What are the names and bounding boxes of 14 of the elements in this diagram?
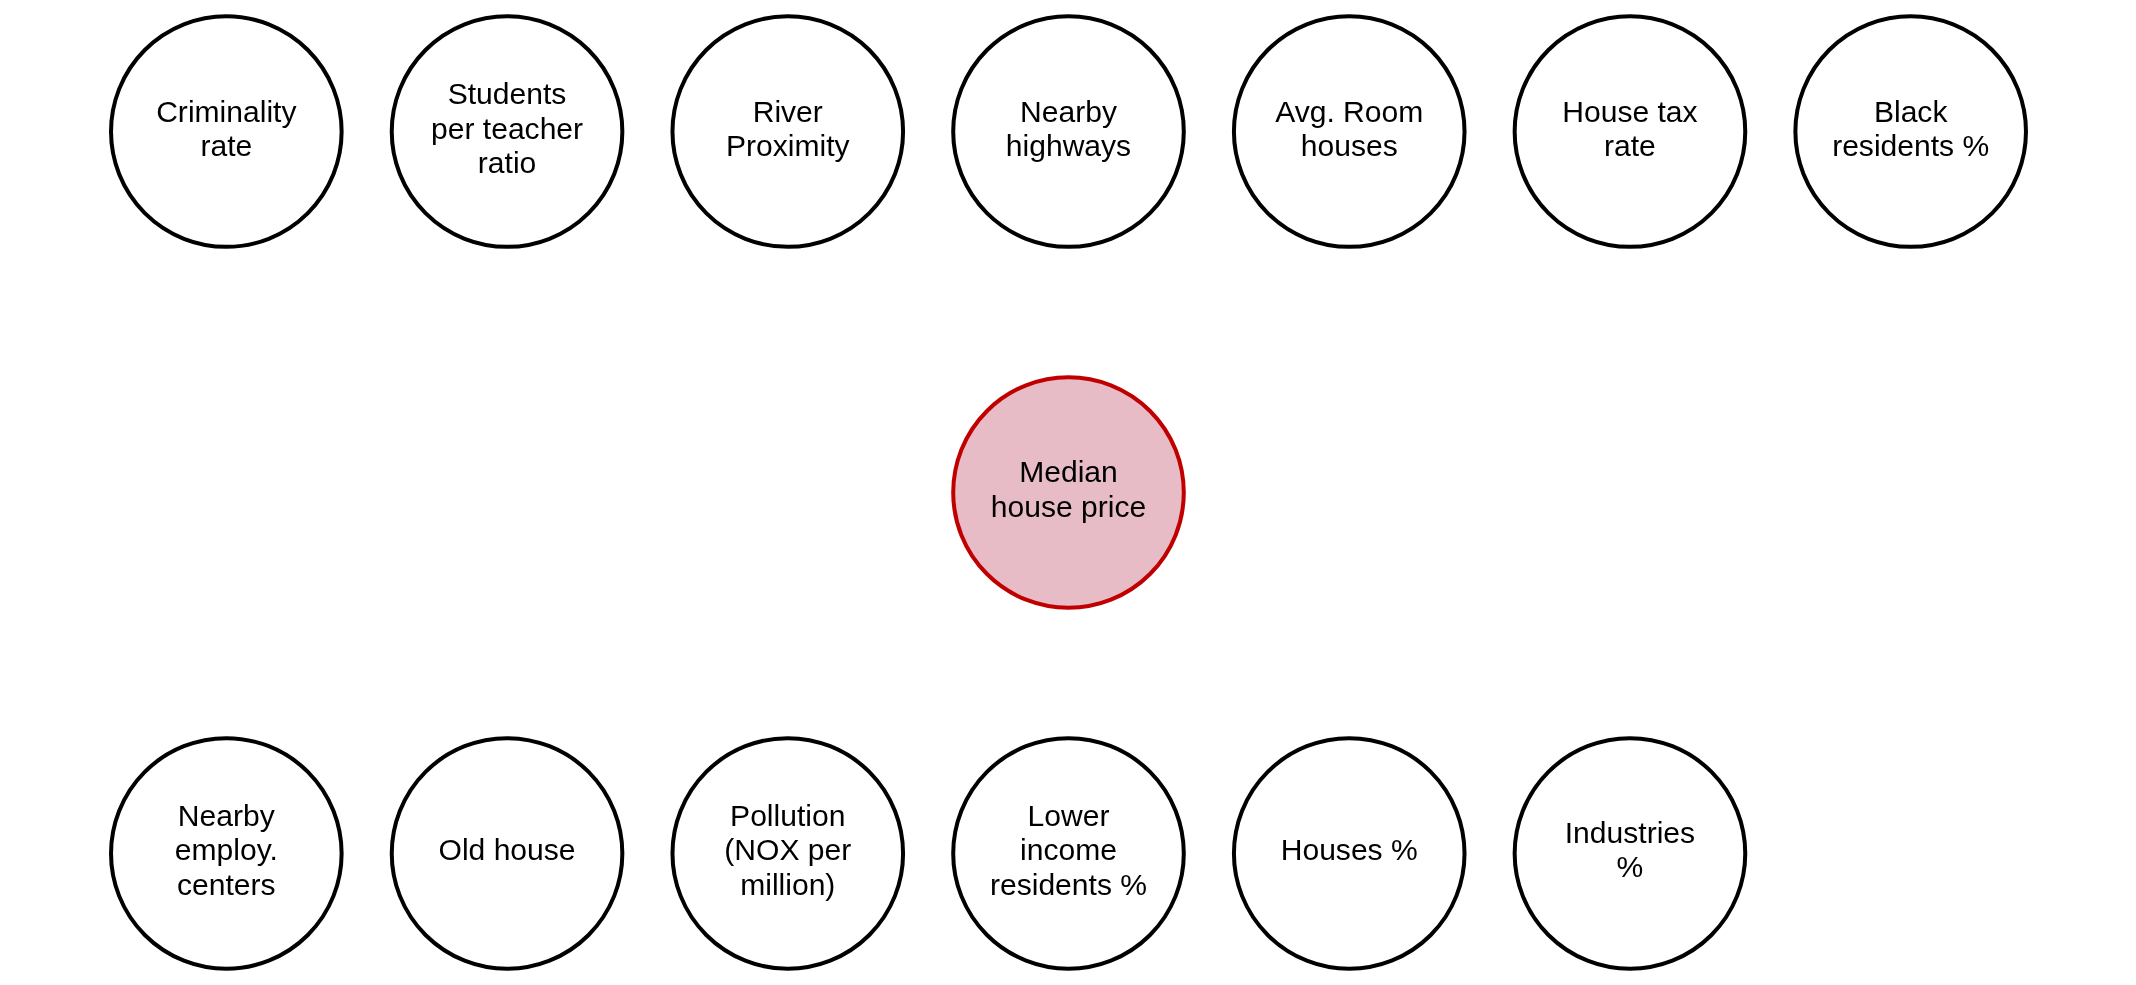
node-circle: River Proximity xyxy=(669,14,905,249)
node-circle: Old house xyxy=(389,736,624,971)
node-circle: Median house price xyxy=(950,375,1186,610)
node-circle: Houses % xyxy=(1231,736,1467,971)
node-circle: Criminality rate xyxy=(108,14,344,249)
node-circle: Students per teacher ratio xyxy=(389,14,624,249)
node-circle: Nearby employ. centers xyxy=(108,736,344,971)
node-circle: Pollution (NOX per million) xyxy=(669,736,905,971)
node-circle: House tax rate xyxy=(1512,14,1747,249)
node-circle: Nearby highways xyxy=(950,14,1186,249)
node-circle: Avg. Room houses xyxy=(1231,14,1467,249)
node-circle: Lower income residents % xyxy=(950,736,1186,971)
node-circle: Black residents % xyxy=(1792,14,2028,249)
node-circle: Industries % xyxy=(1512,736,1747,971)
